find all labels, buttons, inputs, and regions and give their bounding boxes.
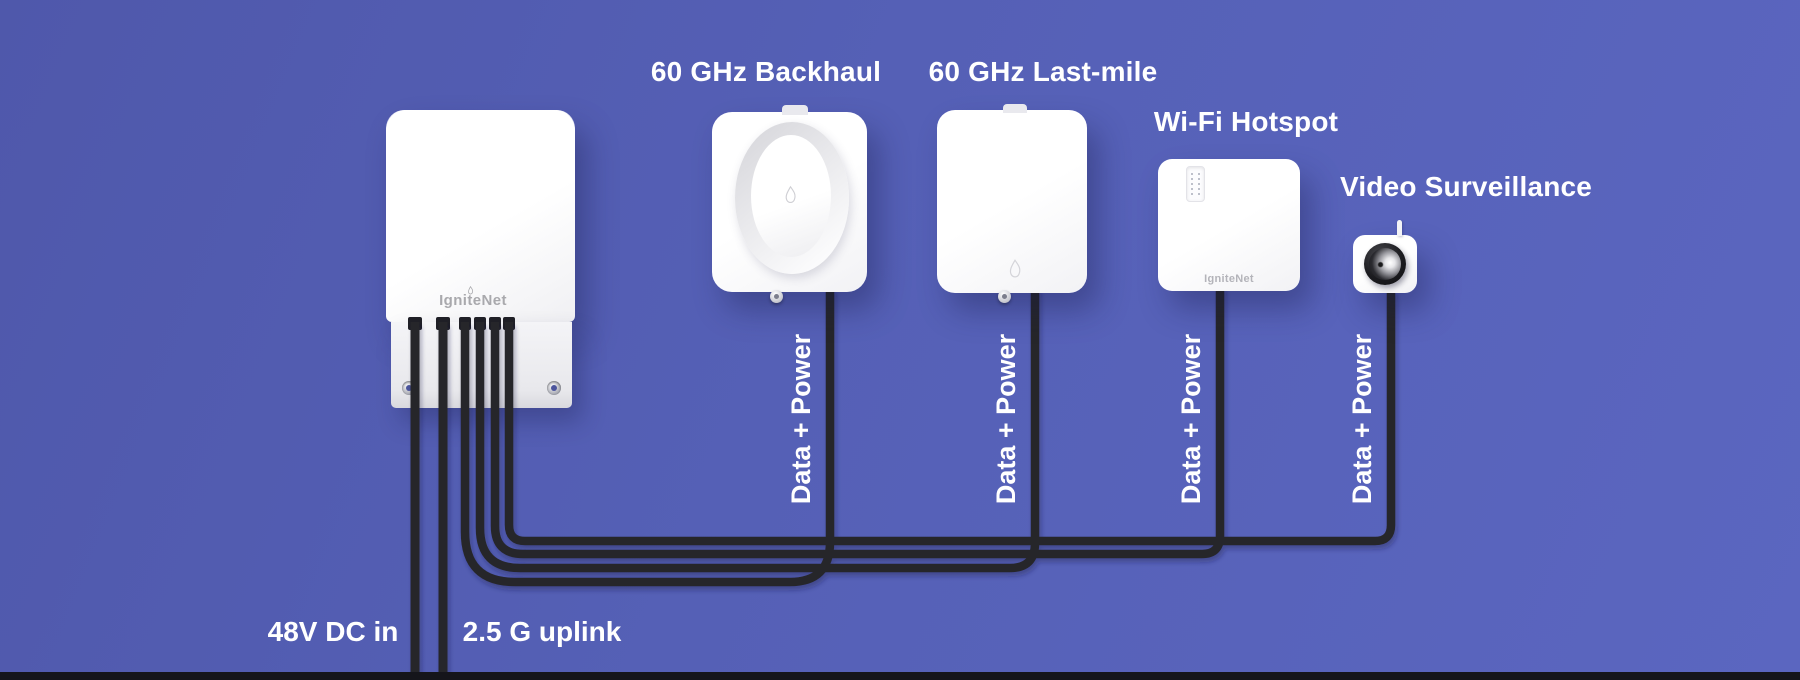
cable-wifi	[490, 286, 1225, 559]
led-dot	[1191, 173, 1194, 175]
label-data-power-camera: Data + Power	[1347, 333, 1377, 505]
backhaul-hook	[770, 290, 783, 303]
hook-hole	[774, 294, 779, 299]
led-dot	[1197, 173, 1200, 175]
led-dot	[1191, 178, 1194, 180]
wifi-brand-logo: IgniteNet	[1204, 273, 1254, 285]
hook-hole	[1002, 294, 1007, 299]
hub-switch-cover	[386, 110, 575, 322]
device-wifi-hotspot	[1158, 159, 1300, 291]
camera-antenna	[1397, 220, 1402, 236]
cable-group	[410, 286, 1396, 678]
camera-lens-glass	[1369, 248, 1401, 280]
led-dot	[1191, 188, 1194, 190]
label-dc-in: 48V DC in	[267, 616, 399, 647]
cable-lastmile	[475, 288, 1040, 573]
hub-cover-sheen	[386, 110, 575, 154]
title-lastmile: 60 GHz Last-mile	[928, 56, 1158, 87]
title-backhaul: 60 GHz Backhaul	[650, 56, 882, 87]
backhaul-antenna-face	[751, 135, 831, 257]
cable-camera	[504, 290, 1396, 546]
lastmile-hook	[998, 290, 1011, 303]
camera-lens	[1364, 243, 1406, 285]
device-backhaul	[712, 105, 867, 292]
led-dot	[1197, 178, 1200, 180]
brand-flame-icon	[466, 283, 475, 301]
hub-brand-logo: IgniteNet	[439, 292, 507, 309]
device-lastmile	[937, 104, 1087, 293]
device-camera	[1353, 220, 1417, 293]
label-data-power-backhaul: Data + Power	[786, 333, 816, 505]
title-wifi-hotspot: Wi-Fi Hotspot	[1153, 106, 1339, 137]
page-edge-strip	[0, 672, 1800, 680]
screw-hole	[551, 385, 557, 391]
screw-right	[547, 381, 561, 395]
label-uplink: 2.5 G uplink	[462, 616, 622, 647]
cable-backhaul	[460, 288, 835, 587]
led-dot	[1197, 193, 1200, 195]
lastmile-mount-tab	[1003, 104, 1027, 113]
screw-hole	[406, 385, 412, 391]
backhaul-mount-tab	[782, 105, 808, 115]
brand-flame-icon	[782, 182, 799, 215]
led-dot	[1191, 183, 1194, 185]
brand-flame-icon	[1006, 256, 1024, 289]
label-data-power-lastmile: Data + Power	[991, 333, 1021, 505]
label-data-power-wifi: Data + Power	[1176, 333, 1206, 505]
led-dot	[1197, 188, 1200, 190]
led-dot	[1197, 183, 1200, 185]
led-dot	[1191, 193, 1194, 195]
wifi-led-panel	[1186, 166, 1205, 202]
title-video-surveillance: Video Surveillance	[1339, 171, 1593, 202]
